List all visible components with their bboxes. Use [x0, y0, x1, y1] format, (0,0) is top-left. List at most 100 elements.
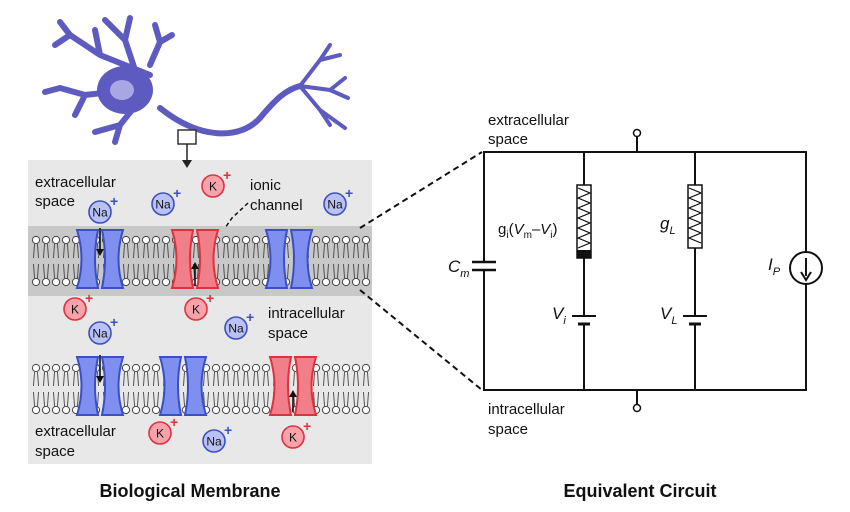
- lipid-tail: [163, 243, 169, 259]
- channel-right-subunit: [195, 229, 220, 289]
- lipid: [221, 235, 231, 287]
- lipid: [321, 363, 331, 415]
- channel-right-subunit: [100, 356, 125, 416]
- ion-circle: [88, 200, 112, 224]
- lipid-head: [131, 363, 141, 373]
- lipid-tail: [333, 263, 339, 279]
- lipid-head: [41, 277, 51, 287]
- lipid-tail: [123, 243, 129, 259]
- na-ion: Na+: [151, 185, 181, 216]
- lipid: [141, 363, 151, 415]
- channel-right-subunit: [183, 356, 208, 416]
- channel-right-subunit: [289, 229, 314, 289]
- lipid-tail: [223, 371, 229, 387]
- lipid: [361, 363, 371, 415]
- k-efflux-arrow-head: [289, 390, 297, 397]
- current-source-arrow-head: [800, 271, 812, 282]
- k-ion: K+: [63, 290, 93, 321]
- ion-charge: +: [224, 422, 232, 438]
- lipid-head: [241, 235, 251, 245]
- lipid-tail: [143, 263, 149, 279]
- lipid-head: [341, 235, 351, 245]
- lipid-head: [331, 405, 341, 415]
- na-ion: Na+: [323, 185, 353, 216]
- na-channel: [75, 356, 125, 416]
- label-ionic-channel-2: channel: [250, 197, 303, 214]
- lipid-tail: [243, 371, 249, 387]
- lipid-tail: [233, 391, 239, 407]
- neuron-icon: [42, 15, 350, 145]
- lipid-tail: [333, 391, 339, 407]
- lipid-head: [141, 235, 151, 245]
- lipid-head: [221, 235, 231, 245]
- label-ionic-channel-1: ionic: [250, 177, 281, 194]
- lipid-tail: [53, 263, 59, 279]
- lipid-tail: [43, 243, 49, 259]
- lipid-head: [121, 405, 131, 415]
- lipid-head: [61, 235, 71, 245]
- lipid: [211, 363, 221, 415]
- terminal-top: [632, 128, 642, 138]
- k-ion-label: K: [156, 427, 164, 441]
- title-equivalent-circuit: Equivalent Circuit: [563, 481, 716, 501]
- biological-membrane-panel: Na+Na+K+Na+K+K+Na+Na+K+Na+K+ extracellul…: [28, 15, 372, 501]
- na-ion-label: Na: [92, 206, 108, 220]
- lipid-head: [321, 405, 331, 415]
- lipid-tail: [123, 371, 129, 387]
- lipid-tail: [53, 243, 59, 259]
- lipid-head: [221, 405, 231, 415]
- lipid-tail: [353, 391, 359, 407]
- ion-circle: [202, 429, 226, 453]
- lipid-head: [41, 405, 51, 415]
- circuit-frame: [483, 151, 807, 391]
- lipid-head: [341, 405, 351, 415]
- k-ion-label: K: [289, 431, 297, 445]
- channel-right-subunit: [100, 229, 125, 289]
- lipid: [261, 363, 271, 415]
- lipid: [71, 235, 81, 287]
- lipid-tail: [43, 391, 49, 407]
- circuit-label-intracellular-2: space: [488, 421, 528, 438]
- label-extracellular-top-1: extracellular: [35, 174, 116, 191]
- lipid-tail: [253, 243, 259, 259]
- battery-gap-vl: [685, 316, 705, 324]
- k-ion: K+: [184, 290, 214, 321]
- lipid-head: [241, 363, 251, 373]
- lipid-tail: [73, 371, 79, 387]
- lipid-tail: [353, 371, 359, 387]
- channel-right-subunit: [293, 356, 318, 416]
- lipid: [341, 363, 351, 415]
- lipid-head: [211, 405, 221, 415]
- na-influx-arrow-head: [96, 376, 104, 383]
- na-ion-label: Na: [155, 198, 171, 212]
- lipid: [331, 363, 341, 415]
- label-intracellular-2: space: [268, 325, 308, 342]
- lipid-tail: [343, 391, 349, 407]
- lipid-tail: [353, 263, 359, 279]
- lipid: [61, 235, 71, 287]
- channel-left-subunit: [75, 356, 100, 416]
- label-gi-expression: gi(Vm–Vi): [498, 221, 558, 241]
- channel-left-subunit: [264, 229, 289, 289]
- lipid-head: [321, 277, 331, 287]
- lipid-tail: [263, 263, 269, 279]
- zoom-box: [177, 129, 197, 145]
- lipid-tail: [223, 263, 229, 279]
- lipid-tail: [63, 243, 69, 259]
- ion-circle: [184, 297, 208, 321]
- lipid-head: [31, 405, 41, 415]
- lipid-tail: [153, 243, 159, 259]
- ion-circle: [281, 425, 305, 449]
- lipid-head: [311, 277, 321, 287]
- lipid-head: [151, 277, 161, 287]
- ion-charge: +: [223, 167, 231, 183]
- channel-left-subunit: [75, 229, 100, 289]
- lipid: [151, 363, 161, 415]
- lipid-tail: [33, 263, 39, 279]
- lipid-head: [251, 363, 261, 373]
- ionic-channel-pointer: [224, 202, 249, 229]
- lipid-head: [241, 405, 251, 415]
- lipid-tail: [133, 263, 139, 279]
- ions: Na+Na+K+Na+K+K+Na+Na+K+Na+K+: [63, 167, 353, 453]
